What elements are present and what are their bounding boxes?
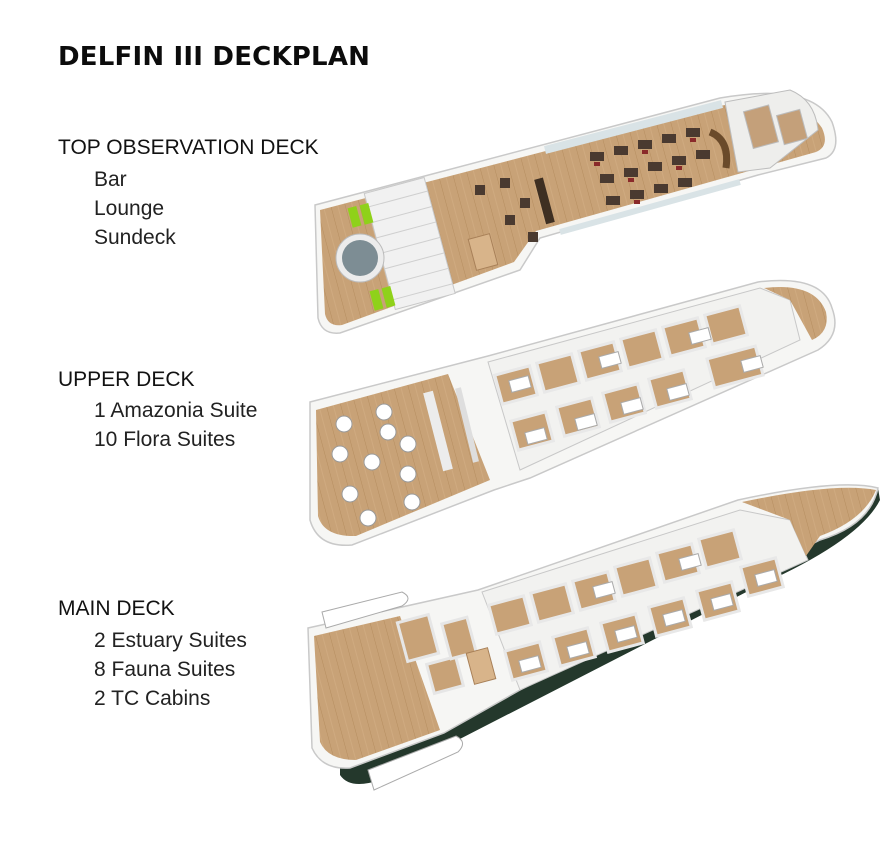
deck-item: 8 Fauna Suites xyxy=(94,658,236,681)
deck-item: 2 TC Cabins xyxy=(94,687,211,710)
deck-item: Sundeck xyxy=(94,226,176,249)
lounge-furniture xyxy=(590,128,710,205)
top-lounge-glass xyxy=(543,100,724,154)
top-lounge-glass xyxy=(559,179,741,235)
sunbeds xyxy=(347,203,396,311)
lounge-cushions xyxy=(594,138,696,204)
top-bar-room xyxy=(775,108,809,146)
deck-items-top: Bar Lounge Sundeck xyxy=(94,165,176,252)
main-deck xyxy=(307,484,880,791)
upper-beds xyxy=(508,327,764,445)
deck-label-top: TOP OBSERVATION DECK xyxy=(58,136,319,159)
top-stairs xyxy=(467,233,499,271)
deck-item: Bar xyxy=(94,168,127,191)
dining-tables xyxy=(331,403,421,527)
deck-item: 10 Flora Suites xyxy=(94,428,236,451)
top-observation-deck xyxy=(314,89,837,334)
upper-bow-deck xyxy=(764,287,827,340)
deck-item: 2 Estuary Suites xyxy=(94,629,247,652)
main-beds xyxy=(518,553,778,673)
upper-deck xyxy=(309,279,836,547)
page-title: DELFIN III DECKPLAN xyxy=(58,42,371,72)
deck-label-upper: UPPER DECK xyxy=(58,368,195,391)
deck-item: Lounge xyxy=(94,197,165,220)
deck-label-main: MAIN DECK xyxy=(58,597,175,620)
top-tables xyxy=(475,178,538,242)
main-bow-deck xyxy=(742,487,876,556)
buffet-counter xyxy=(455,387,479,463)
deck-items-upper: 1 Amazonia Suite 10 Flora Suites xyxy=(94,396,257,454)
bar-counter xyxy=(708,128,731,169)
skiff xyxy=(367,735,463,791)
dining-floor xyxy=(316,374,490,537)
jacuzzi-water xyxy=(342,240,378,276)
top-divider xyxy=(534,177,555,225)
main-stern-rooms xyxy=(395,612,479,696)
buffet-counter xyxy=(423,390,453,472)
main-stairs xyxy=(465,647,497,685)
deck-item: 1 Amazonia Suite xyxy=(94,399,258,422)
skiff xyxy=(321,591,409,629)
top-bar-room xyxy=(742,104,780,150)
deck-items-main: 2 Estuary Suites 8 Fauna Suites 2 TC Cab… xyxy=(94,626,247,713)
